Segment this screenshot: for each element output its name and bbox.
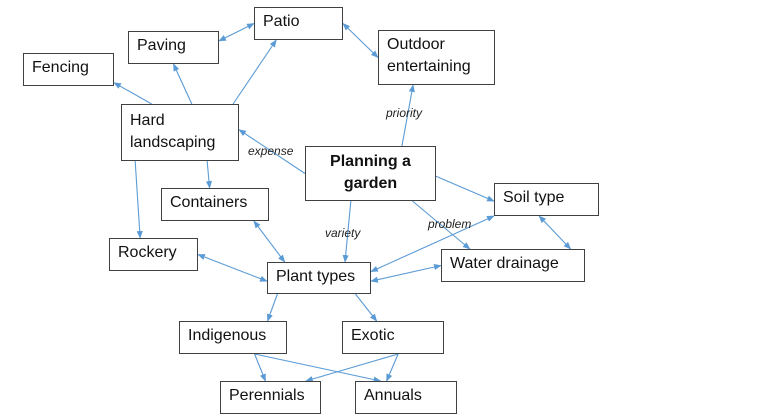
edge-planning-to-soil [435, 175, 495, 202]
node-perennials[interactable]: Perennials [220, 381, 321, 414]
node-plant-types[interactable]: Plant types [267, 262, 371, 294]
edge-water-to-plant [370, 264, 442, 283]
edge-indigenous-to-perennials [254, 353, 266, 382]
node-paving[interactable]: Paving [128, 31, 219, 64]
edge-planning-to-plant [342, 200, 352, 263]
edge-planning-to-hard [238, 129, 306, 174]
edge-patio-to-outdoor [342, 22, 379, 59]
edge-exotic-to-perennials [305, 353, 399, 383]
edge-hard-to-patio [232, 39, 277, 105]
node-outdoor-entertaining[interactable]: Outdoor entertaining [378, 30, 495, 85]
edge-label-variety: variety [325, 226, 361, 240]
node-planning-a-garden[interactable]: Planning a garden [305, 146, 436, 201]
edge-plant-to-exotic [354, 293, 378, 322]
node-fencing[interactable]: Fencing [23, 53, 114, 86]
node-annuals[interactable]: Annuals [355, 381, 457, 414]
node-soil-type[interactable]: Soil type [494, 183, 599, 216]
node-hard-landscaping[interactable]: Hard landscaping [121, 104, 239, 161]
edge-hard-to-paving [172, 63, 193, 105]
node-water-drainage[interactable]: Water drainage [441, 249, 585, 282]
edge-label-problem: problem [428, 217, 472, 231]
edge-rockery-to-plant [197, 253, 268, 282]
edge-label-priority: priority [386, 106, 423, 120]
node-patio[interactable]: Patio [254, 7, 343, 40]
edge-exotic-to-annuals [386, 353, 399, 382]
edge-paving-to-patio [218, 23, 255, 42]
node-rockery[interactable]: Rockery [109, 238, 198, 271]
node-indigenous[interactable]: Indigenous [179, 321, 287, 354]
edge-plant-to-indigenous [267, 293, 278, 322]
edge-hard-to-containers [205, 160, 213, 189]
edge-indigenous-to-annuals [254, 353, 382, 383]
edge-planning-to-outdoor [401, 84, 415, 147]
edge-label-expense: expense [248, 144, 294, 158]
edge-hard-to-fencing [113, 82, 152, 105]
edge-water-to-soil [538, 215, 572, 250]
node-containers[interactable]: Containers [161, 188, 269, 221]
edge-soil-to-plant [370, 215, 495, 273]
node-exotic[interactable]: Exotic [342, 321, 444, 354]
edge-hard-to-rockery [134, 160, 143, 239]
edge-containers-to-plant [253, 220, 286, 263]
